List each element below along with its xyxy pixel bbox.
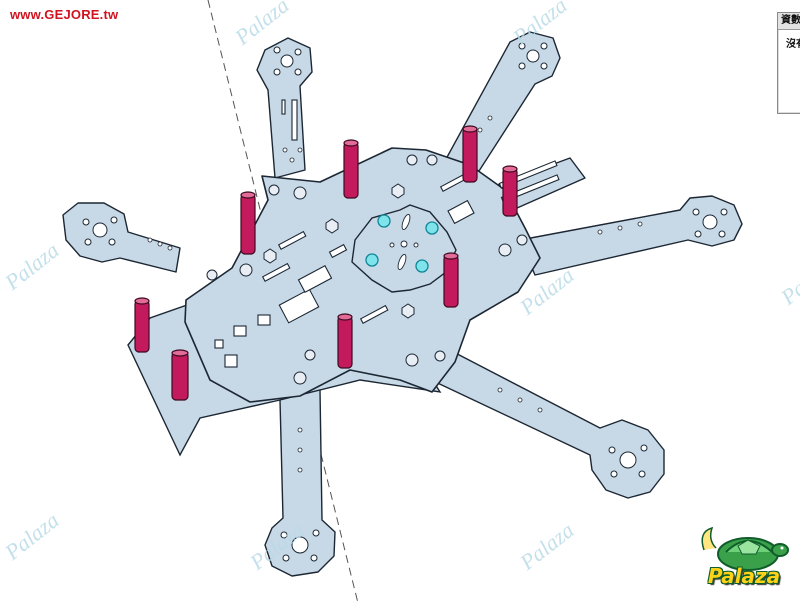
nut: [391, 183, 405, 199]
screw: [406, 154, 418, 166]
motor-hole: [280, 54, 294, 68]
arm-right: [519, 195, 743, 276]
turtle-icon: [701, 526, 789, 571]
cutout: [257, 314, 271, 326]
standoff: [343, 141, 359, 199]
cutout: [261, 262, 291, 282]
motor-hole: [291, 536, 309, 554]
screw: [293, 186, 307, 200]
motor-hole: [619, 451, 637, 469]
cutout: [291, 99, 298, 141]
standoff: [462, 127, 478, 183]
center-holes: [389, 213, 419, 271]
standoff: [443, 254, 459, 308]
arm-bottom-right: [409, 344, 665, 499]
motor-mount-holes: [82, 42, 728, 562]
cutout: [233, 325, 247, 337]
screw: [516, 234, 528, 246]
screw: [206, 269, 218, 281]
cutout: [447, 199, 475, 225]
site-url-label: www.GEJORE.tw: [10, 7, 119, 22]
center-screws-highlight: [365, 214, 439, 273]
standoff: [171, 351, 189, 401]
standoff: [337, 315, 353, 369]
arm-left: [62, 202, 181, 273]
motor-hole: [702, 214, 718, 230]
arm-small-holes: [147, 115, 643, 473]
screw: [498, 243, 512, 257]
screw: [293, 371, 307, 385]
screw: [426, 154, 438, 166]
nut: [401, 303, 415, 319]
properties-panel-status: 沒有: [786, 39, 800, 50]
cutout: [214, 339, 224, 349]
screw: [268, 184, 280, 196]
screw: [304, 349, 316, 361]
standoff: [134, 299, 150, 353]
standoff: [240, 193, 256, 255]
palaza-logo: Palaza: [690, 520, 798, 600]
nut: [263, 248, 277, 264]
arm-bottom-left: [264, 389, 336, 577]
palaza-logo-text: Palaza: [707, 564, 781, 588]
cutout: [297, 265, 333, 293]
screw: [434, 350, 446, 362]
standoff: [502, 167, 518, 217]
nut: [325, 218, 339, 234]
main-body-plate: [184, 147, 541, 403]
cutout: [281, 99, 286, 115]
properties-panel[interactable]: 資數 沒有: [777, 12, 800, 114]
screw: [405, 353, 419, 367]
screws: [206, 154, 528, 385]
properties-panel-title: 資數: [778, 13, 800, 30]
standoffs-group: [134, 125, 518, 401]
cutout: [224, 354, 238, 368]
motor-hole: [526, 49, 540, 63]
cutout: [277, 230, 307, 250]
cutout: [328, 243, 348, 259]
cutout: [359, 304, 389, 324]
cutout: [278, 288, 320, 324]
screw: [239, 263, 253, 277]
motor-hole: [92, 222, 108, 238]
plate-cutouts: [214, 99, 560, 368]
